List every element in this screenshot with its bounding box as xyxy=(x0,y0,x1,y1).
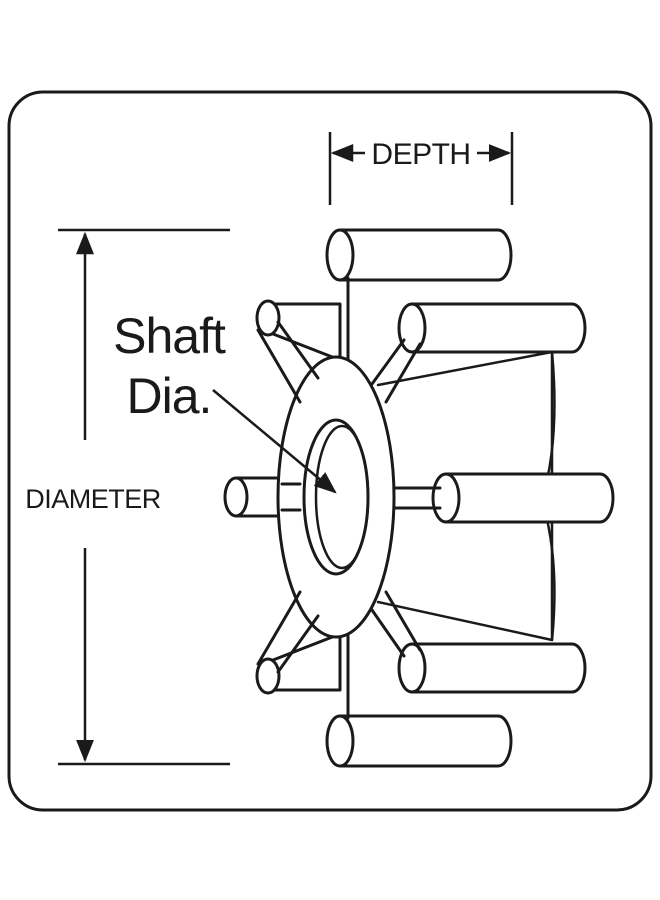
depth-dimension xyxy=(328,132,514,205)
impeller xyxy=(223,228,615,768)
depth-label: DEPTH xyxy=(371,138,470,171)
vane-upper-left-tip xyxy=(255,299,281,337)
vane-bottom-tip xyxy=(325,714,355,768)
diameter-label: DIAMETER xyxy=(25,484,161,514)
shaft-dia-leader-arrow xyxy=(212,389,337,494)
vane-connectors xyxy=(256,320,442,674)
vane-right-body xyxy=(444,472,615,524)
vane-upper-right-body xyxy=(410,302,587,354)
vane-lower-left xyxy=(266,632,342,692)
vane-left-tip xyxy=(223,476,249,518)
vane-right-tip xyxy=(431,472,461,524)
vane-bottom-body xyxy=(338,714,513,768)
shaft-dia-label-line2: Dia. xyxy=(127,368,212,424)
vane-lower-right-body xyxy=(410,642,587,694)
diameter-dimension xyxy=(58,228,230,766)
diagram-frame xyxy=(7,90,653,812)
vane-top-body xyxy=(338,228,513,282)
vane-upper-left xyxy=(266,302,342,362)
vane-lower-right-tip xyxy=(397,642,427,694)
vane-top-tip xyxy=(325,228,355,282)
vane-lower-left-tip xyxy=(255,657,281,695)
shaft-dia-label-line1: Shaft xyxy=(113,308,226,364)
shaft-bore-inner xyxy=(314,424,370,570)
